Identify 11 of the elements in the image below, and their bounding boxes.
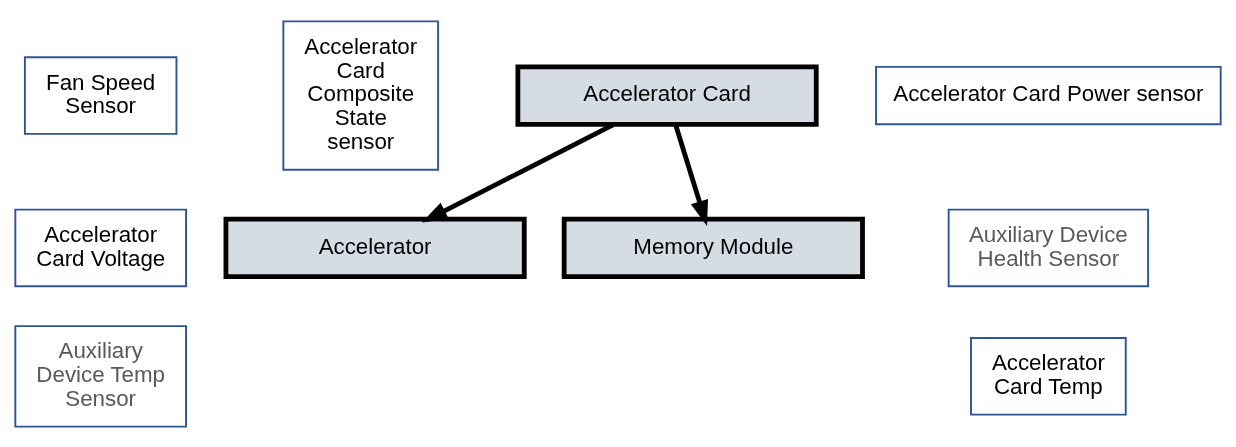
node-box: Accelerator Card Voltage [14, 208, 187, 287]
node-box: Auxiliary Device Health Sensor [947, 208, 1150, 287]
node-box: Auxiliary Device Temp Sensor [14, 324, 187, 428]
arrow [673, 123, 709, 226]
node-box: Accelerator Card Power sensor [875, 65, 1222, 125]
node-box: Memory Module [561, 216, 865, 279]
node-box: Accelerator Card Composite State sensor [282, 19, 440, 171]
node-box: Accelerator Card [515, 63, 819, 127]
node-box: Fan Speed Sensor [23, 55, 178, 135]
node-box: Accelerator Card Temp [970, 336, 1127, 416]
node-box: Accelerator [223, 216, 527, 279]
